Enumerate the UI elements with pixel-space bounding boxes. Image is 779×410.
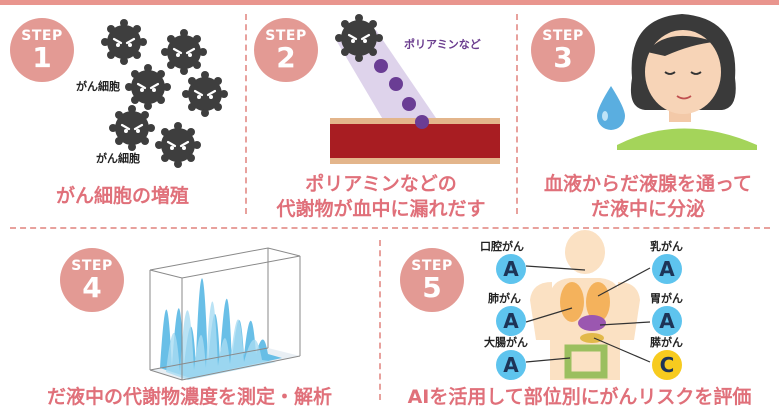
step-label: STEP bbox=[21, 28, 63, 44]
organ-label-colon: 大腸がん bbox=[484, 336, 528, 349]
organ-label-stomach: 胃がん bbox=[650, 292, 683, 305]
step-5-badge: STEP 5 bbox=[400, 248, 464, 312]
caption-line: 代謝物が血中に漏れだす bbox=[276, 198, 486, 220]
risk-grade-lung: A bbox=[496, 306, 526, 336]
saliva-drop-icon bbox=[597, 86, 625, 130]
step-2-badge: STEP 2 bbox=[254, 18, 318, 82]
step-3-badge: STEP 3 bbox=[531, 18, 595, 82]
step-number: 1 bbox=[32, 41, 52, 74]
blood-vessel-icon bbox=[330, 14, 500, 164]
caption-line: がん細胞の増殖 bbox=[55, 185, 189, 207]
step-4-caption: だ液中の代謝物濃度を測定・解析 bbox=[0, 385, 379, 410]
step-2-panel: STEP 2 ポリアミンなど ポリアミンなどの 代謝物が血中に漏れだす bbox=[246, 0, 516, 225]
organ-label-oral: 口腔がん bbox=[480, 240, 524, 253]
top-accent-bar bbox=[0, 0, 779, 5]
risk-grade-oral: A bbox=[496, 254, 526, 284]
caption-line: AIを活用して部位別にがんリスクを評価 bbox=[407, 386, 752, 408]
separator-row bbox=[10, 227, 770, 229]
step-1-panel: STEP 1 がん細胞 がん細胞 がん細胞の増殖 bbox=[0, 0, 245, 225]
separator-4-5 bbox=[379, 240, 381, 400]
step-1-badge: STEP 1 bbox=[10, 18, 74, 82]
risk-grade-pancreas: C bbox=[652, 350, 682, 380]
step-3-panel: STEP 3 血液からだ液腺を通って だ液中に分泌 bbox=[517, 0, 779, 225]
step-3-caption: 血液からだ液腺を通って だ液中に分泌 bbox=[517, 172, 779, 222]
polyamine-label: ポリアミンなど bbox=[404, 38, 481, 51]
separator-1-2 bbox=[245, 14, 247, 214]
caption-line: ポリアミンなどの bbox=[305, 173, 457, 195]
step-1-caption: がん細胞の増殖 bbox=[0, 184, 245, 209]
caption-line: だ液中の代謝物濃度を測定・解析 bbox=[46, 386, 332, 408]
step-5-panel: STEP 5 口腔がん A 乳がん A 肺がん A 胃がん A 大腸がん A 膵… bbox=[380, 230, 779, 410]
caption-line: 血液からだ液腺を通って bbox=[543, 173, 753, 195]
body-organs-icon bbox=[525, 230, 651, 380]
risk-grade-stomach: A bbox=[652, 306, 682, 336]
risk-grade-colon: A bbox=[496, 350, 526, 380]
separator-2-3 bbox=[516, 14, 518, 214]
caption-line: だ液中に分泌 bbox=[590, 198, 705, 220]
cancer-cell-label: がん細胞 bbox=[76, 80, 120, 93]
step-number: 4 bbox=[82, 271, 102, 304]
step-label: STEP bbox=[411, 258, 453, 274]
3d-spectrum-chart bbox=[149, 247, 301, 381]
step-number: 2 bbox=[276, 41, 296, 74]
cancer-cell-label: がん細胞 bbox=[96, 152, 140, 165]
step-2-caption: ポリアミンなどの 代謝物が血中に漏れだす bbox=[246, 172, 516, 222]
step-5-caption: AIを活用して部位別にがんリスクを評価 bbox=[380, 385, 779, 410]
risk-grade-breast: A bbox=[652, 254, 682, 284]
organ-label-lung: 肺がん bbox=[488, 292, 521, 305]
step-label: STEP bbox=[542, 28, 584, 44]
step-number: 3 bbox=[553, 41, 573, 74]
step-number: 5 bbox=[422, 271, 442, 304]
organ-label-pancreas: 膵がん bbox=[650, 336, 683, 349]
organ-label-breast: 乳がん bbox=[650, 240, 683, 253]
step-label: STEP bbox=[265, 28, 307, 44]
step-4-badge: STEP 4 bbox=[60, 248, 124, 312]
person-icon bbox=[617, 14, 757, 150]
step-4-panel: STEP 4 だ液中の代謝物濃度を測定・解析 bbox=[0, 230, 379, 410]
step-label: STEP bbox=[71, 258, 113, 274]
